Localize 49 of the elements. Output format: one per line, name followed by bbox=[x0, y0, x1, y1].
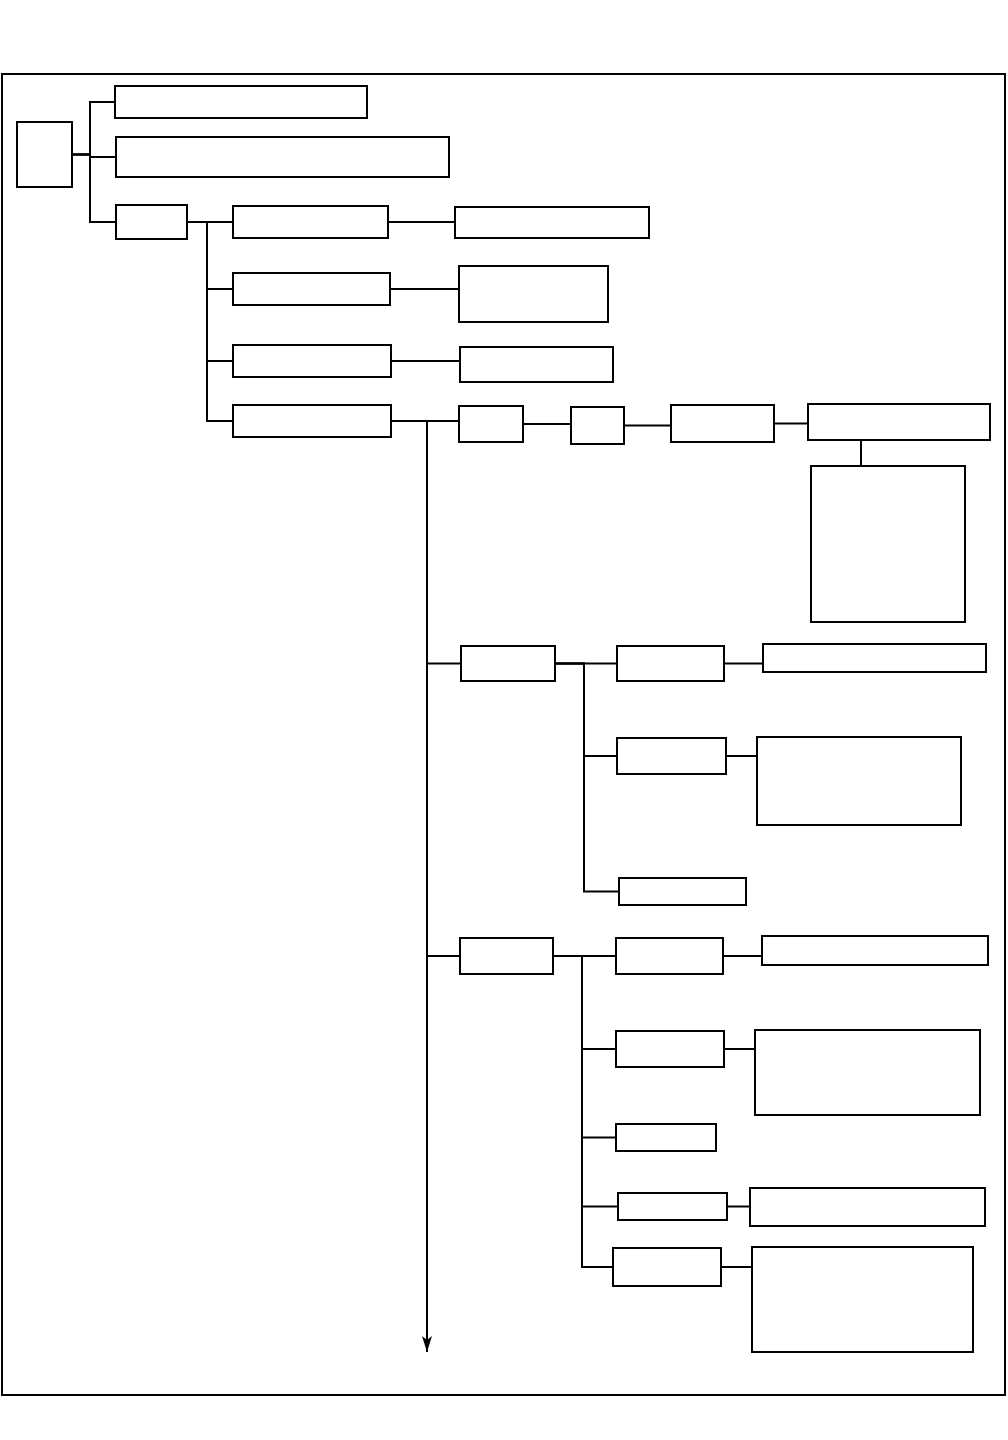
empty-box bbox=[459, 937, 554, 975]
connector-line bbox=[726, 755, 757, 757]
empty-box bbox=[756, 736, 962, 826]
empty-box bbox=[570, 406, 625, 445]
empty-box bbox=[114, 85, 368, 119]
empty-box bbox=[115, 136, 450, 178]
empty-box bbox=[232, 344, 392, 378]
empty-box bbox=[807, 403, 991, 441]
empty-box bbox=[454, 206, 650, 239]
empty-box bbox=[615, 1030, 725, 1068]
empty-box bbox=[617, 1192, 728, 1221]
empty-box bbox=[459, 346, 614, 383]
connector-line bbox=[523, 423, 571, 425]
connector-line bbox=[774, 422, 808, 425]
empty-box bbox=[115, 204, 188, 240]
connector-line bbox=[860, 440, 862, 466]
connector-line bbox=[721, 1266, 752, 1268]
empty-box bbox=[616, 737, 727, 775]
empty-box bbox=[460, 645, 556, 682]
connector-line bbox=[724, 662, 763, 665]
empty-box bbox=[616, 645, 725, 682]
connector-line bbox=[724, 1048, 755, 1050]
empty-box bbox=[458, 405, 524, 443]
connector-line bbox=[391, 360, 460, 362]
empty-box bbox=[615, 1123, 717, 1152]
empty-box bbox=[751, 1246, 974, 1353]
connector-line bbox=[723, 955, 762, 957]
connector-line bbox=[727, 1205, 750, 1208]
empty-box bbox=[612, 1247, 722, 1287]
empty-box bbox=[761, 935, 989, 966]
empty-box bbox=[232, 404, 392, 438]
empty-box bbox=[754, 1029, 981, 1116]
empty-box bbox=[16, 121, 73, 188]
connector-line bbox=[390, 288, 459, 290]
connector-line bbox=[624, 424, 671, 427]
empty-box bbox=[749, 1187, 986, 1227]
empty-box bbox=[762, 643, 987, 673]
connector-line bbox=[553, 955, 613, 1268]
empty-box bbox=[615, 937, 724, 975]
connector-line bbox=[72, 153, 116, 223]
connector-line bbox=[187, 221, 233, 422]
empty-box bbox=[232, 272, 391, 306]
connector-line bbox=[388, 221, 455, 223]
empty-box bbox=[232, 205, 389, 239]
empty-box bbox=[458, 265, 609, 323]
connector-line bbox=[555, 662, 619, 893]
empty-box bbox=[670, 404, 775, 443]
empty-box bbox=[618, 877, 747, 906]
empty-box bbox=[810, 465, 966, 623]
